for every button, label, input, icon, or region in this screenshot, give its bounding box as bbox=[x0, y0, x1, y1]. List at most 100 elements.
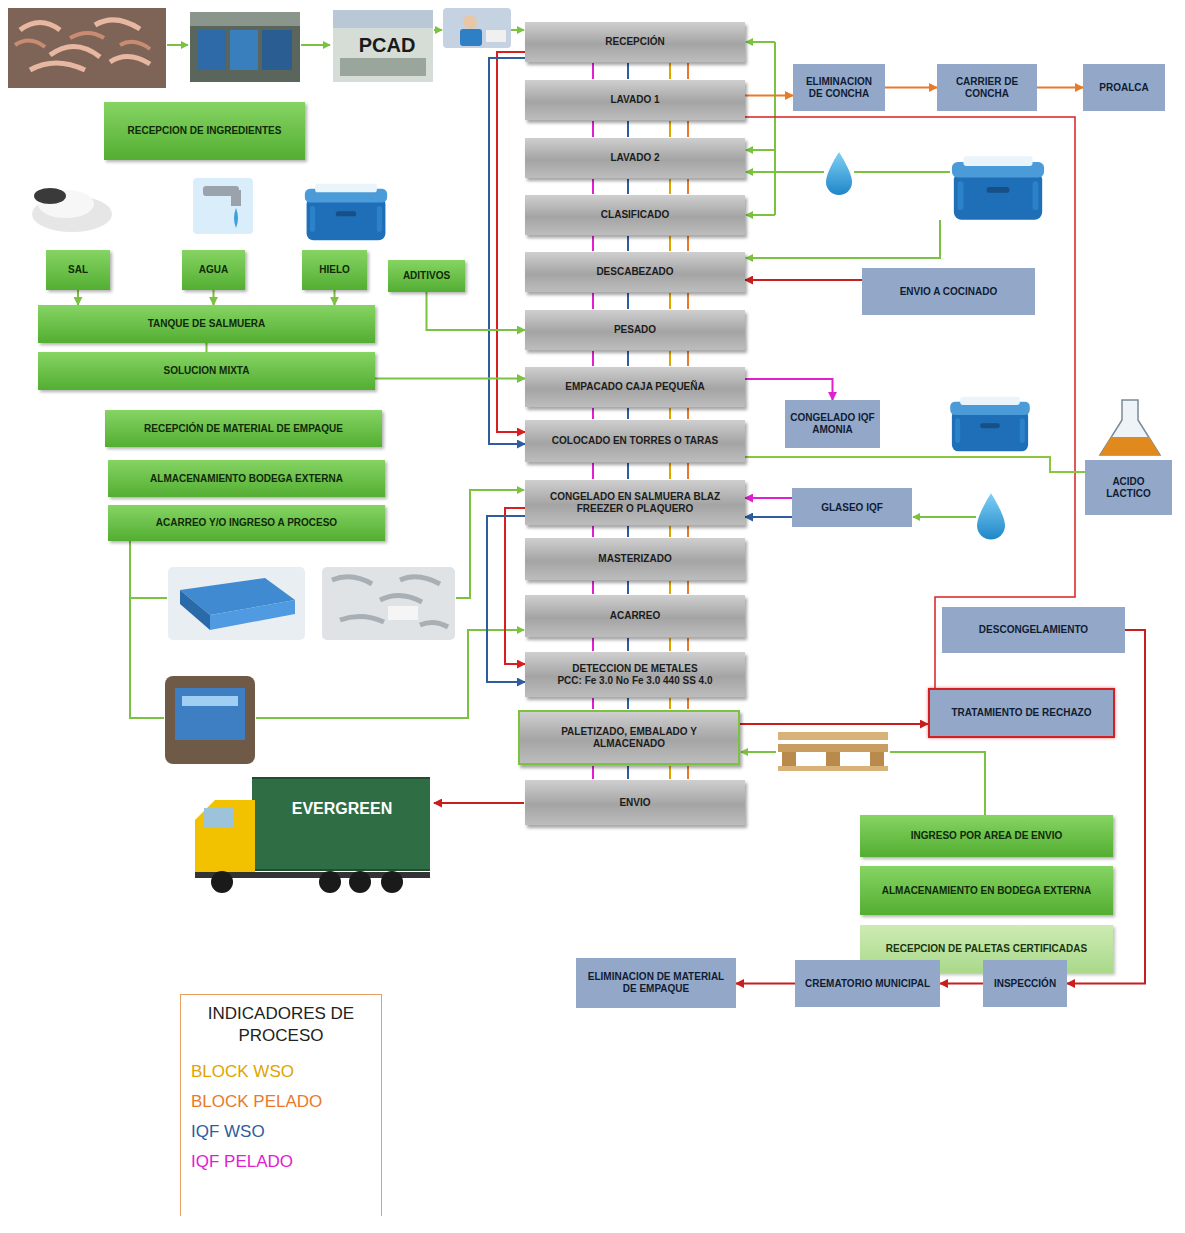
process-indicator-tick bbox=[592, 698, 594, 709]
step-label: CONGELADO IQF AMONIA bbox=[790, 412, 875, 436]
process-indicator-tick bbox=[627, 463, 629, 479]
process-step: CONGELADO EN SALMUERA BLAZ FREEZER O PLA… bbox=[525, 480, 745, 525]
supply-line bbox=[130, 541, 164, 718]
legend-entry: BLOCK WSO bbox=[191, 1062, 294, 1081]
step-label: LAVADO 1 bbox=[610, 94, 659, 106]
process-indicator-tick bbox=[592, 581, 594, 594]
side-process-box: ELIMINACION DE MATERIAL DE EMPAQUE bbox=[576, 958, 736, 1008]
step-note: PCC: Fe 3.0 No Fe 3.0 440 SS 4.0 bbox=[557, 675, 712, 687]
supply-arrow bbox=[741, 751, 776, 753]
process-indicator-tick bbox=[627, 408, 629, 419]
feed-line bbox=[774, 42, 776, 215]
transport-photo bbox=[190, 12, 300, 82]
process-indicator-tick bbox=[592, 526, 594, 537]
step-label: ALMACENAMIENTO EN BODEGA EXTERNA bbox=[882, 885, 1091, 897]
step-label: PALETIZADO, EMBALADO Y ALMACENADO bbox=[525, 726, 733, 750]
ice-chest-icon bbox=[305, 184, 387, 241]
process-step: PESADO bbox=[525, 310, 745, 350]
feed-arrow bbox=[746, 41, 775, 43]
salt-icon bbox=[32, 188, 112, 232]
process-indicator-tick bbox=[687, 581, 689, 594]
step-label: EMPACADO CAJA PEQUEÑA bbox=[565, 381, 704, 393]
frozen-shrimp-photo bbox=[322, 567, 455, 640]
supply-arrow bbox=[456, 490, 524, 598]
ice-chest-icon bbox=[952, 156, 1044, 219]
connector bbox=[505, 508, 525, 664]
side-process-box: CARRIER DE CONCHA bbox=[937, 64, 1037, 111]
process-step: LAVADO 1 bbox=[525, 80, 745, 120]
input-box: RECEPCION DE INGREDIENTES bbox=[104, 102, 305, 160]
water-drop-icon bbox=[826, 152, 852, 195]
process-indicator-tick bbox=[627, 698, 629, 709]
shipping-arrow bbox=[434, 802, 524, 804]
shrimp-photo bbox=[8, 8, 166, 88]
process-indicator-tick bbox=[592, 351, 594, 366]
process-indicator-tick bbox=[669, 63, 671, 79]
step-label: ELIMINACION DE MATERIAL DE EMPAQUE bbox=[581, 971, 731, 995]
step-label: SAL bbox=[68, 264, 88, 276]
process-indicator-tick bbox=[592, 63, 594, 79]
process-indicator-tick bbox=[627, 63, 629, 79]
side-process-box: GLASEO IQF bbox=[792, 488, 912, 527]
process-step: ENVIO bbox=[525, 780, 745, 825]
input-box: TANQUE DE SALMUERA bbox=[38, 305, 375, 343]
legend-color: BLOCK PELADO bbox=[191, 1092, 322, 1111]
process-indicator-tick bbox=[592, 179, 594, 194]
flow-arrow bbox=[434, 29, 442, 31]
process-indicator-tick bbox=[627, 121, 629, 137]
connector bbox=[334, 290, 336, 305]
step-label: CONGELADO EN SALMUERA BLAZ FREEZER O PLA… bbox=[530, 491, 740, 515]
connector bbox=[427, 292, 526, 330]
process-step: DETECCION DE METALESPCC: Fe 3.0 No Fe 3.… bbox=[525, 652, 745, 697]
pallet-icon bbox=[778, 732, 888, 771]
process-step: CLASIFICADO bbox=[525, 195, 745, 235]
step-label: INGRESO POR AREA DE ENVIO bbox=[911, 830, 1063, 842]
input-box: SOLUCION MIXTA bbox=[38, 352, 375, 390]
process-indicator-tick bbox=[669, 638, 671, 651]
process-indicator-tick bbox=[687, 698, 689, 709]
ice-chest-icon bbox=[950, 397, 1030, 452]
step-label: HIELO bbox=[319, 264, 350, 276]
process-indicator-tick bbox=[669, 293, 671, 309]
step-label: MASTERIZADO bbox=[598, 553, 671, 565]
process-indicator-tick bbox=[627, 351, 629, 366]
process-step: RECEPCIÓN bbox=[525, 22, 745, 62]
connector bbox=[745, 379, 833, 400]
process-indicator-tick bbox=[669, 581, 671, 594]
process-indicator-tick bbox=[687, 463, 689, 479]
side-process-box: PROALCA bbox=[1083, 64, 1165, 111]
process-indicator-tick bbox=[627, 293, 629, 309]
connector bbox=[745, 497, 792, 499]
process-step: PALETIZADO, EMBALADO Y ALMACENADO bbox=[518, 710, 740, 765]
process-indicator-tick bbox=[592, 408, 594, 419]
side-process-box: INSPECCIÓN bbox=[983, 960, 1067, 1007]
process-indicator-tick bbox=[687, 63, 689, 79]
process-step: LAVADO 2 bbox=[525, 138, 745, 178]
truck-illustration bbox=[195, 778, 430, 893]
process-indicator-tick bbox=[592, 463, 594, 479]
process-indicator-tick bbox=[627, 179, 629, 194]
side-process-box: CONGELADO IQF AMONIA bbox=[785, 400, 880, 448]
legend-entry: IQF WSO bbox=[191, 1122, 265, 1141]
process-indicator-tick bbox=[669, 121, 671, 137]
connector bbox=[77, 290, 79, 305]
water-drop-icon bbox=[977, 493, 1005, 539]
connector bbox=[740, 723, 928, 725]
feed-arrow bbox=[746, 171, 824, 173]
connector bbox=[745, 279, 862, 281]
input-box: RECEPCIÓN DE MATERIAL DE EMPAQUE bbox=[105, 410, 382, 447]
process-step: ACARREO bbox=[525, 595, 745, 637]
feed-arrow bbox=[746, 220, 940, 258]
flow-arrow bbox=[167, 44, 188, 46]
legend-color: IQF PELADO bbox=[191, 1152, 293, 1171]
process-indicator-tick bbox=[669, 463, 671, 479]
feed-arrow bbox=[913, 516, 976, 518]
feed-arrow bbox=[746, 149, 775, 151]
process-indicator-tick bbox=[592, 121, 594, 137]
water-tap-icon bbox=[193, 178, 253, 234]
reject-box: TRATAMIENTO DE RECHAZO bbox=[928, 688, 1115, 738]
step-label: ALMACENAMIENTO BODEGA EXTERNA bbox=[150, 473, 343, 485]
connector bbox=[885, 87, 937, 89]
input-box: ALMACENAMIENTO BODEGA EXTERNA bbox=[108, 460, 385, 497]
